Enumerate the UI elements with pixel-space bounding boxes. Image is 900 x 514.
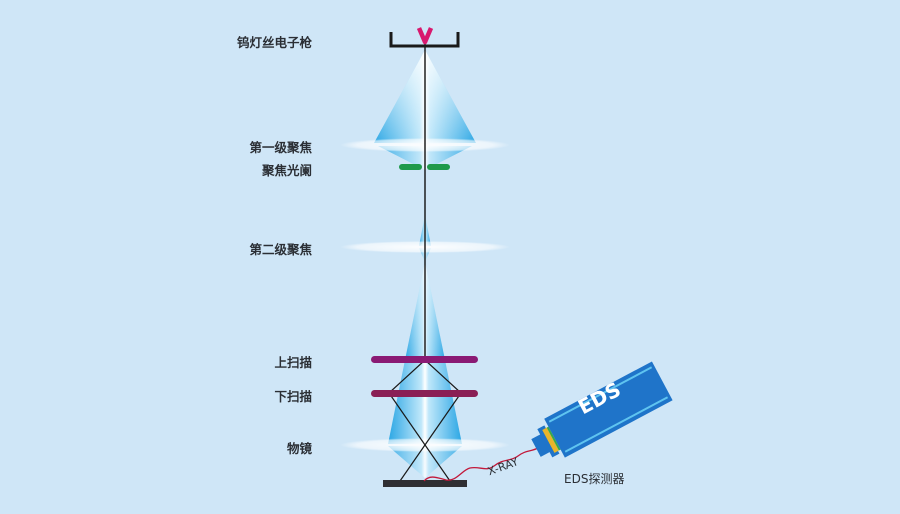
aperture-left [399, 164, 422, 170]
label-aperture: 聚焦光阑 [261, 163, 312, 178]
upper-scan-coil [371, 356, 478, 363]
xray-signal-line [423, 444, 549, 482]
tungsten-filament-icon [416, 27, 434, 45]
label-objective: 物镜 [286, 441, 312, 456]
label-eds-detector: EDS探测器 [564, 472, 625, 486]
label-condenser-1: 第一级聚焦 [249, 140, 312, 155]
label-upper-scan: 上扫描 [274, 355, 312, 370]
sample-stage [383, 480, 467, 487]
scan-deflection-paths [388, 359, 462, 482]
gun-wehnelt [389, 32, 460, 48]
label-condenser-2: 第二级聚焦 [249, 242, 312, 257]
label-lower-scan: 下扫描 [274, 389, 312, 404]
electron-gun [389, 27, 460, 48]
lower-scan-coil [371, 390, 478, 397]
eds-detector [531, 361, 673, 458]
aperture-right [427, 164, 450, 170]
label-electron-gun: 钨灯丝电子枪 [236, 35, 312, 50]
